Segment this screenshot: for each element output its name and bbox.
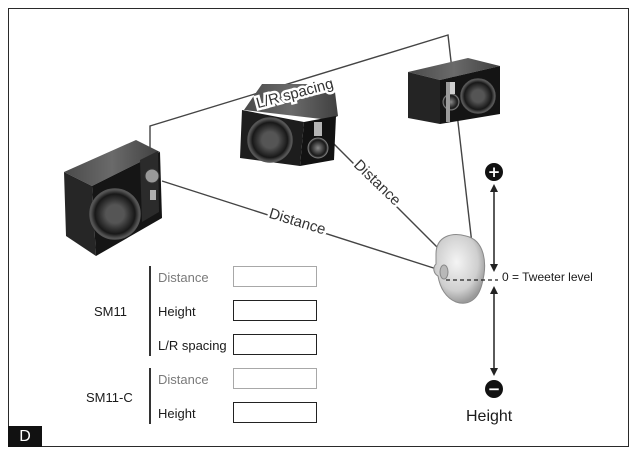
figure-letter-badge: D xyxy=(8,426,42,447)
field-label-lr-spacing: L/R spacing xyxy=(158,338,227,353)
distance-line-left xyxy=(161,180,447,273)
field-label-height: Height xyxy=(158,304,196,319)
height-input-sm11-c[interactable] xyxy=(233,402,317,423)
left-speaker xyxy=(64,140,162,256)
minus-symbol: − xyxy=(488,380,501,398)
figure-frame xyxy=(8,8,629,447)
height-input-sm11[interactable] xyxy=(233,300,317,321)
minus-icon: − xyxy=(485,380,503,398)
group-label-sm11-c: SM11-C xyxy=(86,390,133,405)
group-label-sm11: SM11 xyxy=(94,304,127,319)
plus-symbol: + xyxy=(488,163,501,181)
distance-label-left: Distance xyxy=(267,205,328,238)
right-speaker xyxy=(408,58,500,124)
distance-input-sm11[interactable] xyxy=(233,266,317,287)
tweeter-level-label: 0 = Tweeter level xyxy=(502,270,593,284)
group-bracket-sm11-c xyxy=(149,368,151,424)
field-label-distance-c: Distance xyxy=(158,372,209,387)
height-axis-title: Height xyxy=(466,408,513,425)
distance-input-sm11-c[interactable] xyxy=(233,368,317,389)
lr-spacing-input-sm11[interactable] xyxy=(233,334,317,355)
center-speaker xyxy=(240,84,338,166)
field-label-distance: Distance xyxy=(158,270,209,285)
group-bracket-sm11 xyxy=(149,266,151,356)
listener-head xyxy=(433,234,486,304)
distance-label-center: Distance xyxy=(350,156,404,209)
distance-line-center xyxy=(317,127,447,257)
field-label-height-c: Height xyxy=(158,406,196,421)
plus-icon: + xyxy=(485,163,503,181)
